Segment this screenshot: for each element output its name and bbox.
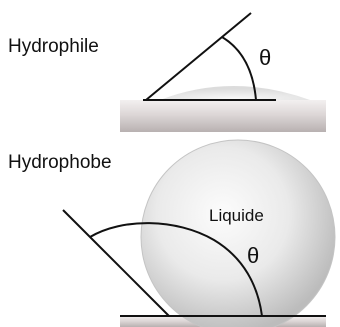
hydrophobe-panel: Hydrophobe Liquide θ — [8, 140, 335, 327]
hydrophile-droplet — [160, 86, 310, 100]
hydrophobe-droplet — [141, 140, 335, 327]
hydrophobe-drop-label: Liquide — [209, 206, 264, 225]
hydrophobe-theta-symbol: θ — [247, 243, 259, 268]
hydrophile-theta-symbol: θ — [259, 45, 271, 70]
hydrophile-panel: Hydrophile θ — [8, 13, 326, 132]
hydrophile-surface — [120, 100, 326, 132]
hydrophile-label: Hydrophile — [8, 36, 99, 57]
hydrophobe-label: Hydrophobe — [8, 152, 112, 173]
